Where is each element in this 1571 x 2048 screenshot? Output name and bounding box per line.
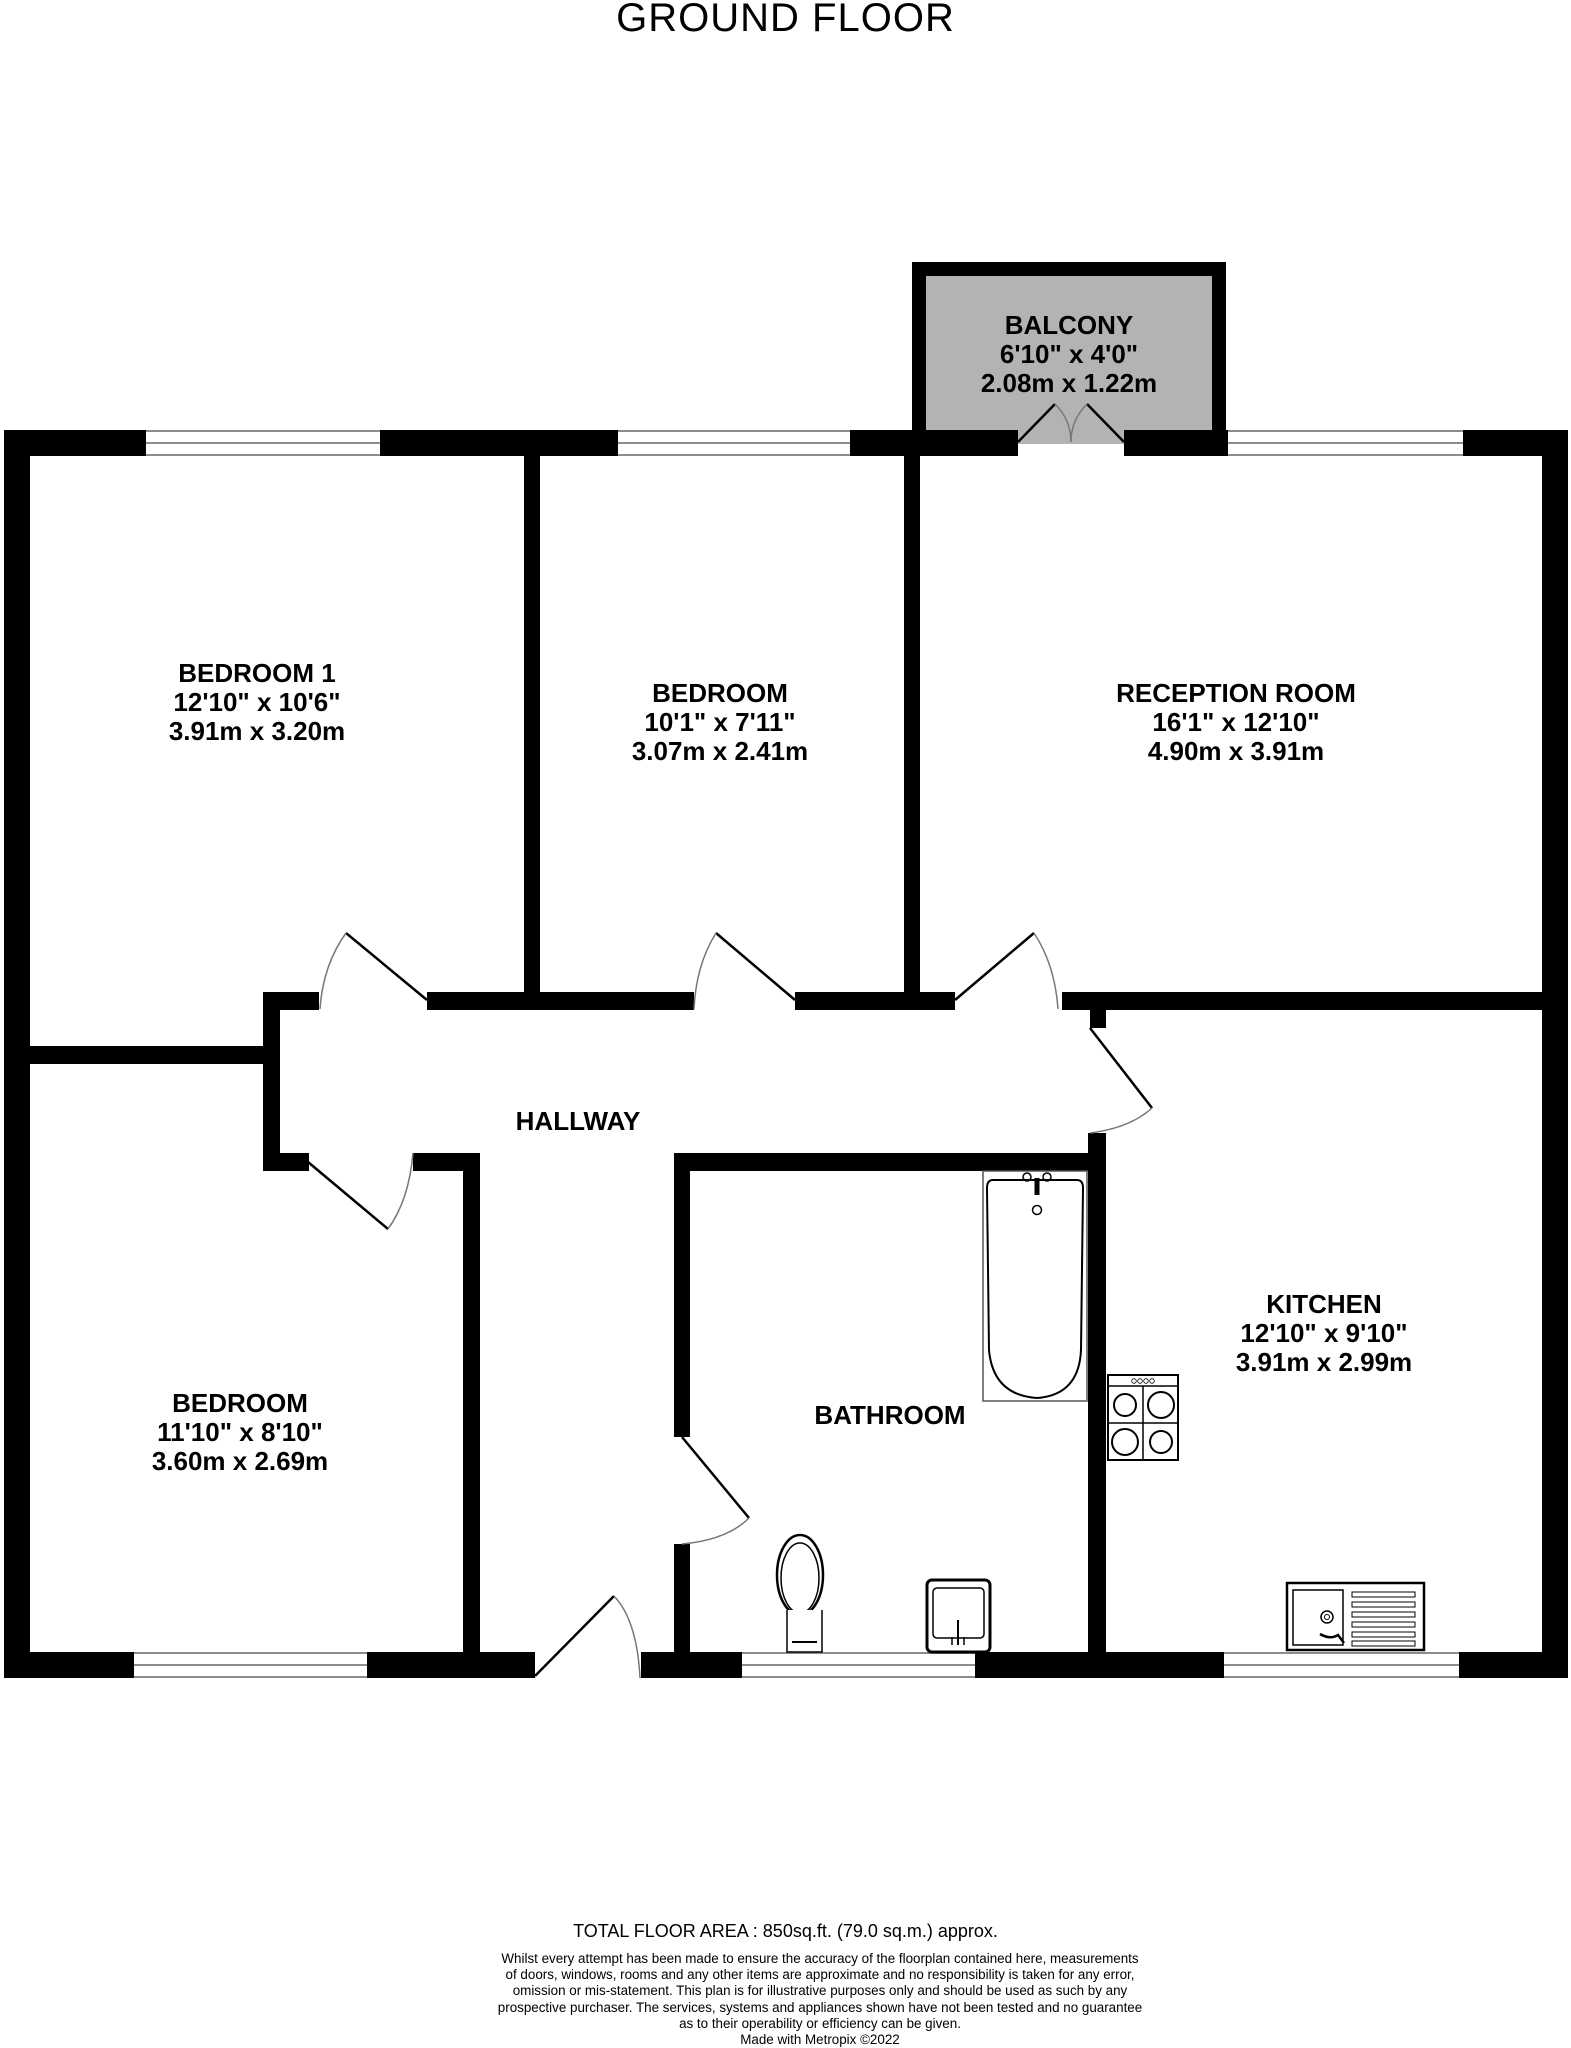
- room-label-bedroom-2: BEDROOM 10'1" x 7'11" 3.07m x 2.41m: [632, 679, 808, 766]
- toilet-icon: [775, 1533, 825, 1653]
- balcony-double-door: [1017, 403, 1125, 456]
- door-kitchen: [1089, 1027, 1153, 1134]
- balcony-area: [912, 262, 1226, 448]
- basin-icon: [925, 1578, 992, 1654]
- room-name: BEDROOM 1: [178, 658, 336, 688]
- room-metric: 3.91m x 3.20m: [168, 716, 346, 746]
- door-reception: [954, 932, 1059, 1010]
- room-metric: 3.91m x 2.99m: [1235, 1347, 1413, 1377]
- kitchen-sink-icon: [1285, 1581, 1426, 1652]
- disclaimer-line: as to their operability or efficiency ca…: [679, 2015, 961, 2031]
- door-bedroom1: [319, 932, 428, 1010]
- room-name: HALLWAY: [515, 1106, 641, 1136]
- credit: Made with Metropix ©2022: [740, 2032, 900, 2048]
- room-name: KITCHEN: [1266, 1289, 1382, 1319]
- bath-icon: [982, 1170, 1088, 1402]
- room-metric: 3.07m x 2.41m: [631, 736, 809, 766]
- room-imperial: 12'10" x 9'10": [1240, 1318, 1408, 1348]
- room-name: BALCONY: [1004, 310, 1134, 340]
- door-bedroom3: [307, 1152, 414, 1230]
- doors: [307, 932, 1153, 1679]
- room-label-reception-room: RECEPTION ROOM 16'1" x 12'10" 4.90m x 3.…: [1116, 679, 1356, 766]
- room-metric: 2.08m x 1.22m: [980, 368, 1158, 398]
- room-label-balcony: BALCONY 6'10" x 4'0" 2.08m x 1.22m: [981, 311, 1157, 398]
- walls: [4, 430, 1568, 1678]
- floor-title: GROUND FLOOR: [616, 0, 955, 40]
- room-name: BATHROOM: [814, 1400, 966, 1430]
- window-bedroom1: [146, 430, 380, 456]
- room-label-kitchen: KITCHEN 12'10" x 9'10" 3.91m x 2.99m: [1236, 1290, 1412, 1377]
- room-label-bathroom: BATHROOM: [814, 1401, 965, 1430]
- windows: [134, 430, 1463, 1678]
- room-imperial: 12'10" x 10'6": [173, 687, 341, 717]
- window-reception: [1228, 430, 1463, 456]
- room-metric: 3.60m x 2.69m: [151, 1446, 329, 1476]
- room-imperial: 10'1" x 7'11": [644, 707, 796, 737]
- door-entrance: [534, 1595, 641, 1679]
- room-name: BEDROOM: [652, 678, 788, 708]
- room-metric: 4.90m x 3.91m: [1147, 736, 1325, 766]
- door-bathroom: [681, 1436, 750, 1545]
- disclaimer-line: omission or mis-statement. This plan is …: [512, 1983, 1128, 1999]
- hob-icon: [1107, 1374, 1179, 1461]
- room-name: RECEPTION ROOM: [1116, 678, 1356, 708]
- disclaimer-line: of doors, windows, rooms and any other i…: [505, 1967, 1135, 1983]
- room-label-bedroom-1: BEDROOM 1 12'10" x 10'6" 3.91m x 3.20m: [169, 659, 345, 746]
- room-imperial: 6'10" x 4'0": [999, 339, 1139, 369]
- door-bedroom2: [693, 932, 796, 1010]
- window-kitchen: [1224, 1652, 1459, 1678]
- room-imperial: 11'10" x 8'10": [157, 1417, 323, 1447]
- disclaimer-line: Whilst every attempt has been made to en…: [501, 1951, 1139, 1966]
- window-bedroom2: [618, 430, 850, 456]
- disclaimer: Whilst every attempt has been made to en…: [460, 1951, 1180, 2048]
- room-name: BEDROOM: [172, 1388, 308, 1418]
- window-bedroom3: [134, 1652, 367, 1678]
- disclaimer-line: prospective purchaser. The services, sys…: [497, 1999, 1143, 2015]
- room-label-bedroom-3: BEDROOM 11'10" x 8'10" 3.60m x 2.69m: [152, 1389, 328, 1476]
- room-imperial: 16'1" x 12'10": [1152, 707, 1320, 737]
- total-floor-area: TOTAL FLOOR AREA : 850sq.ft. (79.0 sq.m.…: [573, 1921, 998, 1941]
- window-bathroom: [742, 1652, 975, 1678]
- room-label-hallway: HALLWAY: [516, 1107, 641, 1136]
